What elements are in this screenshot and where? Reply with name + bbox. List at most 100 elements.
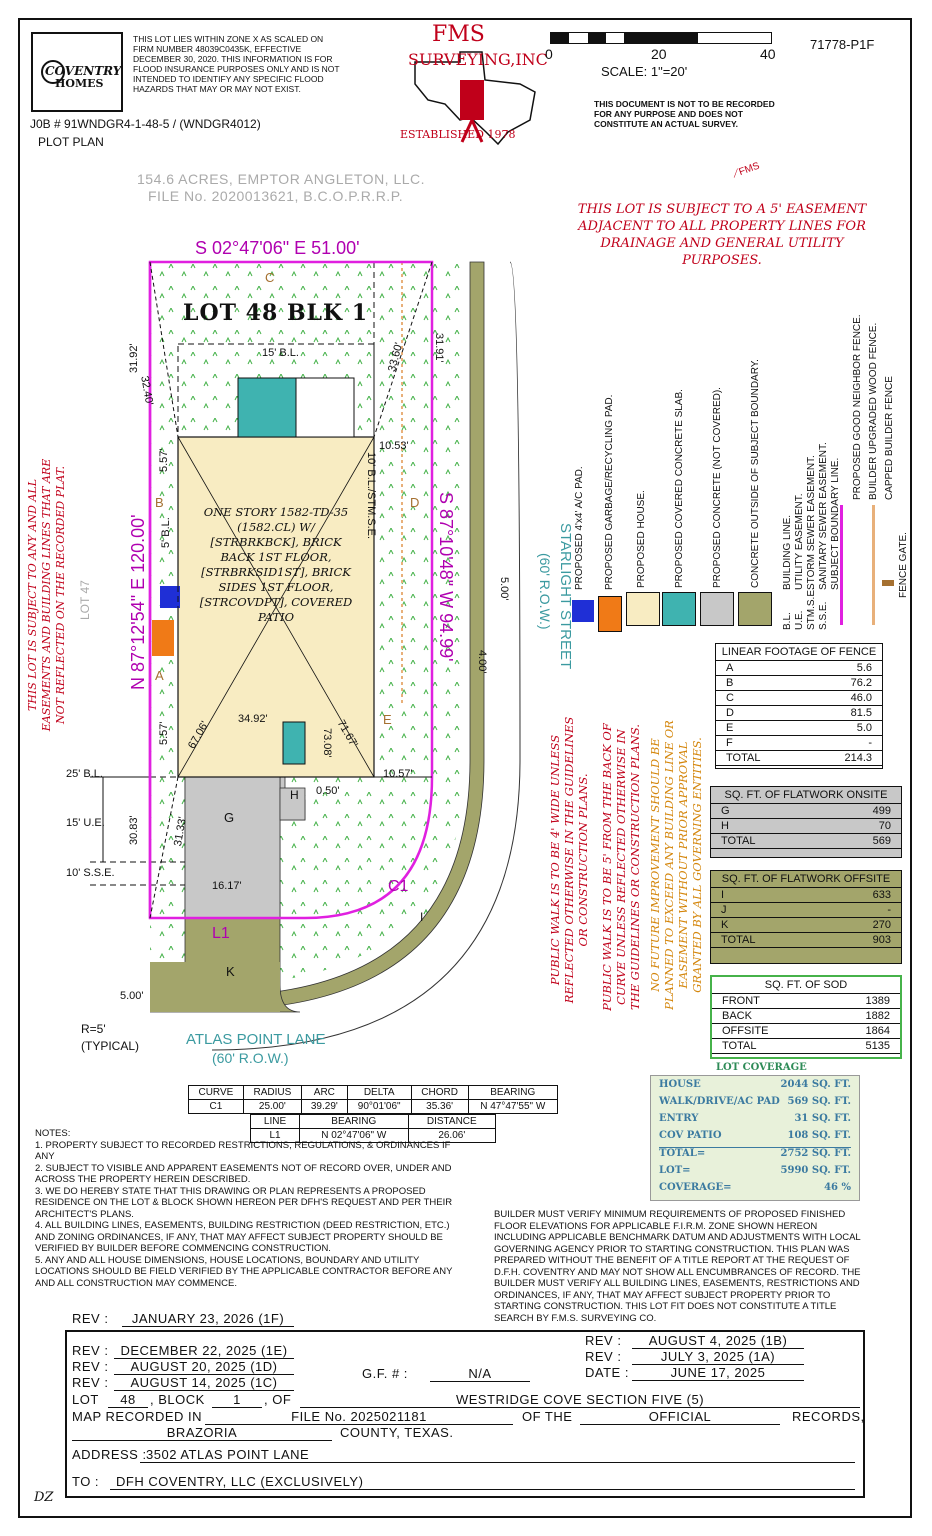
coverage-label: LOT= bbox=[659, 1165, 691, 1176]
legend-outside: CONCRETE OUTSIDE OF SUBJECT BOUNDARY. bbox=[750, 359, 761, 588]
dim-1057: 10.57' bbox=[383, 768, 413, 780]
legend-key-bl: B.L. bbox=[782, 612, 793, 630]
dim-557a: 5.57' bbox=[158, 448, 170, 472]
dim-3492: 34.92' bbox=[238, 713, 268, 725]
table-cell: CURVE bbox=[188, 1085, 244, 1100]
east-bearing: S 87°10'48" W 94.99' bbox=[436, 492, 456, 662]
starlight-street: STARLIGHT STREET bbox=[557, 523, 574, 670]
north-bearing: S 02°47'06" E 51.00' bbox=[195, 238, 360, 258]
legend-garbage: PROPOSED GARBAGE/RECYCLING PAD. bbox=[604, 394, 615, 590]
coverage-label: HOUSE bbox=[659, 1079, 701, 1090]
dim-1053: 10.53' bbox=[379, 440, 409, 452]
note-item: 1. PROPERTY SUBJECT TO RECORDED RESTRICT… bbox=[35, 1139, 451, 1163]
table-cell: LINE bbox=[249, 1114, 301, 1129]
records-label: RECORDS, bbox=[792, 1409, 865, 1424]
row-label: TOTAL bbox=[722, 1040, 757, 1052]
coverage-row: COV PATIO 108 SQ. FT. bbox=[659, 1130, 851, 1147]
label-l1: L1 bbox=[212, 925, 230, 942]
fms-subtitle: SURVEYING,INC bbox=[408, 50, 548, 69]
coverage-row: HOUSE 2044 SQ. FT. bbox=[659, 1079, 851, 1096]
rev-1a: JULY 3, 2025 (1A) bbox=[632, 1349, 804, 1365]
rev-1f-label: REV : bbox=[72, 1311, 109, 1326]
row-value: 903 bbox=[872, 934, 891, 946]
coverage-value: 2044 SQ. FT. bbox=[780, 1079, 851, 1090]
to-value: DFH COVENTRY, LLC (EXCLUSIVELY) bbox=[110, 1474, 855, 1490]
dim-3191: 31.91' bbox=[433, 333, 445, 363]
lot-boundary bbox=[148, 260, 434, 920]
legend-abbr-bl: BUILDING LINE. bbox=[782, 514, 793, 590]
adjacent-acres-line2: FILE No. 2020013621, B.C.O.P.R.R.P. bbox=[148, 188, 404, 204]
coverage-value: 31 SQ. FT. bbox=[794, 1113, 851, 1124]
row-value: 81.5 bbox=[850, 707, 872, 719]
legend-fence-capped: CAPPED BUILDER FENCE bbox=[884, 376, 895, 500]
date-label: DATE : bbox=[585, 1365, 629, 1380]
label-e: E bbox=[383, 712, 392, 727]
note-item: 4. ALL BUILDING LINES, EASEMENTS, BUILDI… bbox=[35, 1220, 450, 1254]
label-g: G bbox=[224, 810, 235, 825]
flood-note: THIS LOT LIES WITHIN ZONE X AS SCALED ON… bbox=[133, 34, 340, 94]
coventry-logo: COVENTRY HOMES bbox=[31, 32, 123, 112]
legend-key-stm: STM.S.E. bbox=[806, 587, 817, 630]
legend-key-sse: S.S.E. bbox=[818, 601, 829, 630]
legend-gate-icon bbox=[882, 580, 894, 586]
legend-abbr-stm: STORM SEWER EASEMENT. bbox=[806, 455, 817, 590]
adjacent-acres-line1: 154.6 ACRES, EMPTOR ANGLETON, LLC. bbox=[137, 171, 426, 187]
disclaimer: THIS DOCUMENT IS NOT TO BE RECORDED FOR … bbox=[594, 99, 775, 129]
table-cell: ARC bbox=[300, 1085, 348, 1100]
date-value: JUNE 17, 2025 bbox=[632, 1365, 804, 1381]
legend-house: PROPOSED HOUSE. bbox=[636, 490, 647, 588]
table-cell: C1 bbox=[188, 1099, 244, 1114]
rev-1d-label: REV : bbox=[72, 1359, 109, 1374]
future-improvement-note: NO FUTURE IMPROVEMENT SHOULD BE PLANNED … bbox=[648, 720, 704, 1010]
rev-1c-label: REV : bbox=[72, 1375, 109, 1390]
scale-bar bbox=[550, 32, 772, 44]
row-value: 569 bbox=[872, 835, 891, 847]
legend-abbr-ue: UTILITY EASEMENT. bbox=[794, 493, 805, 590]
row-label: H bbox=[721, 820, 729, 832]
address-label: ADDRESS : bbox=[72, 1447, 147, 1462]
table-cell: 25.00' bbox=[242, 1099, 302, 1114]
table-cell: CHORD bbox=[410, 1085, 469, 1100]
offsite-table-title: SQ. FT. OF FLATWORK OFFSITE bbox=[711, 871, 901, 888]
row-label: E bbox=[726, 722, 734, 734]
row-label: G bbox=[721, 805, 730, 817]
footer-box bbox=[65, 1330, 865, 1498]
label-h: H bbox=[290, 788, 299, 802]
dim-1617: 16.17' bbox=[212, 880, 242, 892]
subdivision: WESTRIDGE COVE SECTION FIVE (5) bbox=[300, 1392, 860, 1408]
logo-emblem-icon bbox=[41, 60, 65, 84]
address-value: 3502 ATLAS POINT LANE bbox=[140, 1447, 855, 1463]
ac-pad bbox=[160, 586, 180, 608]
coverage-value: 5990 SQ. FT. bbox=[780, 1165, 851, 1176]
legend-fence-good: PROPOSED GOOD NEIGHBOR FENCE. bbox=[852, 314, 863, 500]
coverage-title: LOT COVERAGE bbox=[716, 1062, 807, 1073]
logo-line2: HOMES bbox=[55, 77, 104, 90]
coverage-label: COV PATIO bbox=[659, 1130, 722, 1141]
legend-swatch-concrete bbox=[700, 592, 734, 626]
coverage-label: COVERAGE= bbox=[659, 1182, 732, 1193]
row-value: 46.0 bbox=[850, 692, 872, 704]
scale-label: SCALE: 1"=20' bbox=[601, 64, 688, 79]
coverage-value: 108 SQ. FT. bbox=[787, 1130, 852, 1141]
scale-0: 0 bbox=[545, 46, 553, 62]
row-label: I bbox=[721, 889, 725, 901]
left-vertical-note: THIS LOT IS SUBJECT TO ANY AND ALL EASEM… bbox=[26, 458, 67, 732]
row-value: 5.6 bbox=[856, 662, 872, 674]
rev-1e-label: REV : bbox=[72, 1343, 109, 1358]
note-item: 2. SUBJECT TO VISIBLE AND APPARENT EASEM… bbox=[35, 1162, 452, 1186]
row-label: B bbox=[726, 677, 734, 689]
